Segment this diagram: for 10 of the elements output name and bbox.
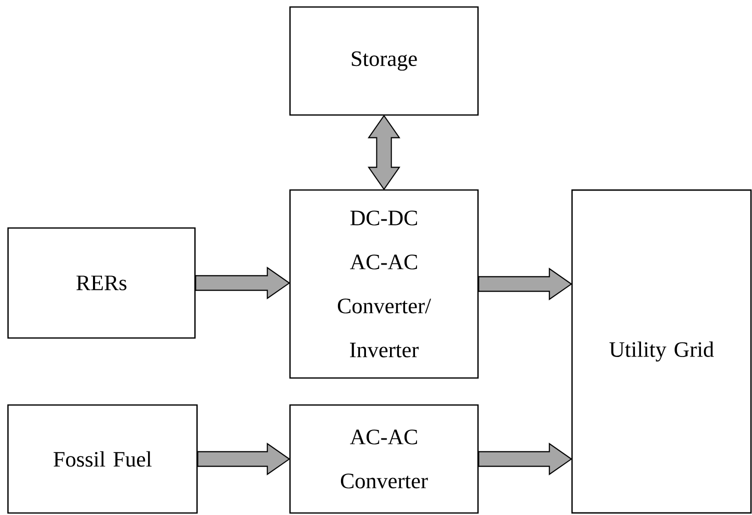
block-box: Fossil Fuel xyxy=(7,404,198,514)
block-arrow xyxy=(478,268,572,300)
block-box: Storage xyxy=(289,6,479,116)
block-arrow xyxy=(478,442,572,476)
block-box: AC-AC Converter xyxy=(289,404,479,514)
block-box: RERs xyxy=(7,227,196,339)
block-arrow xyxy=(195,266,290,300)
block-arrow xyxy=(197,442,290,476)
block-box: Utility Grid xyxy=(571,189,752,514)
block-box: DC-DC AC-AC Converter/ Inverter xyxy=(289,189,479,379)
